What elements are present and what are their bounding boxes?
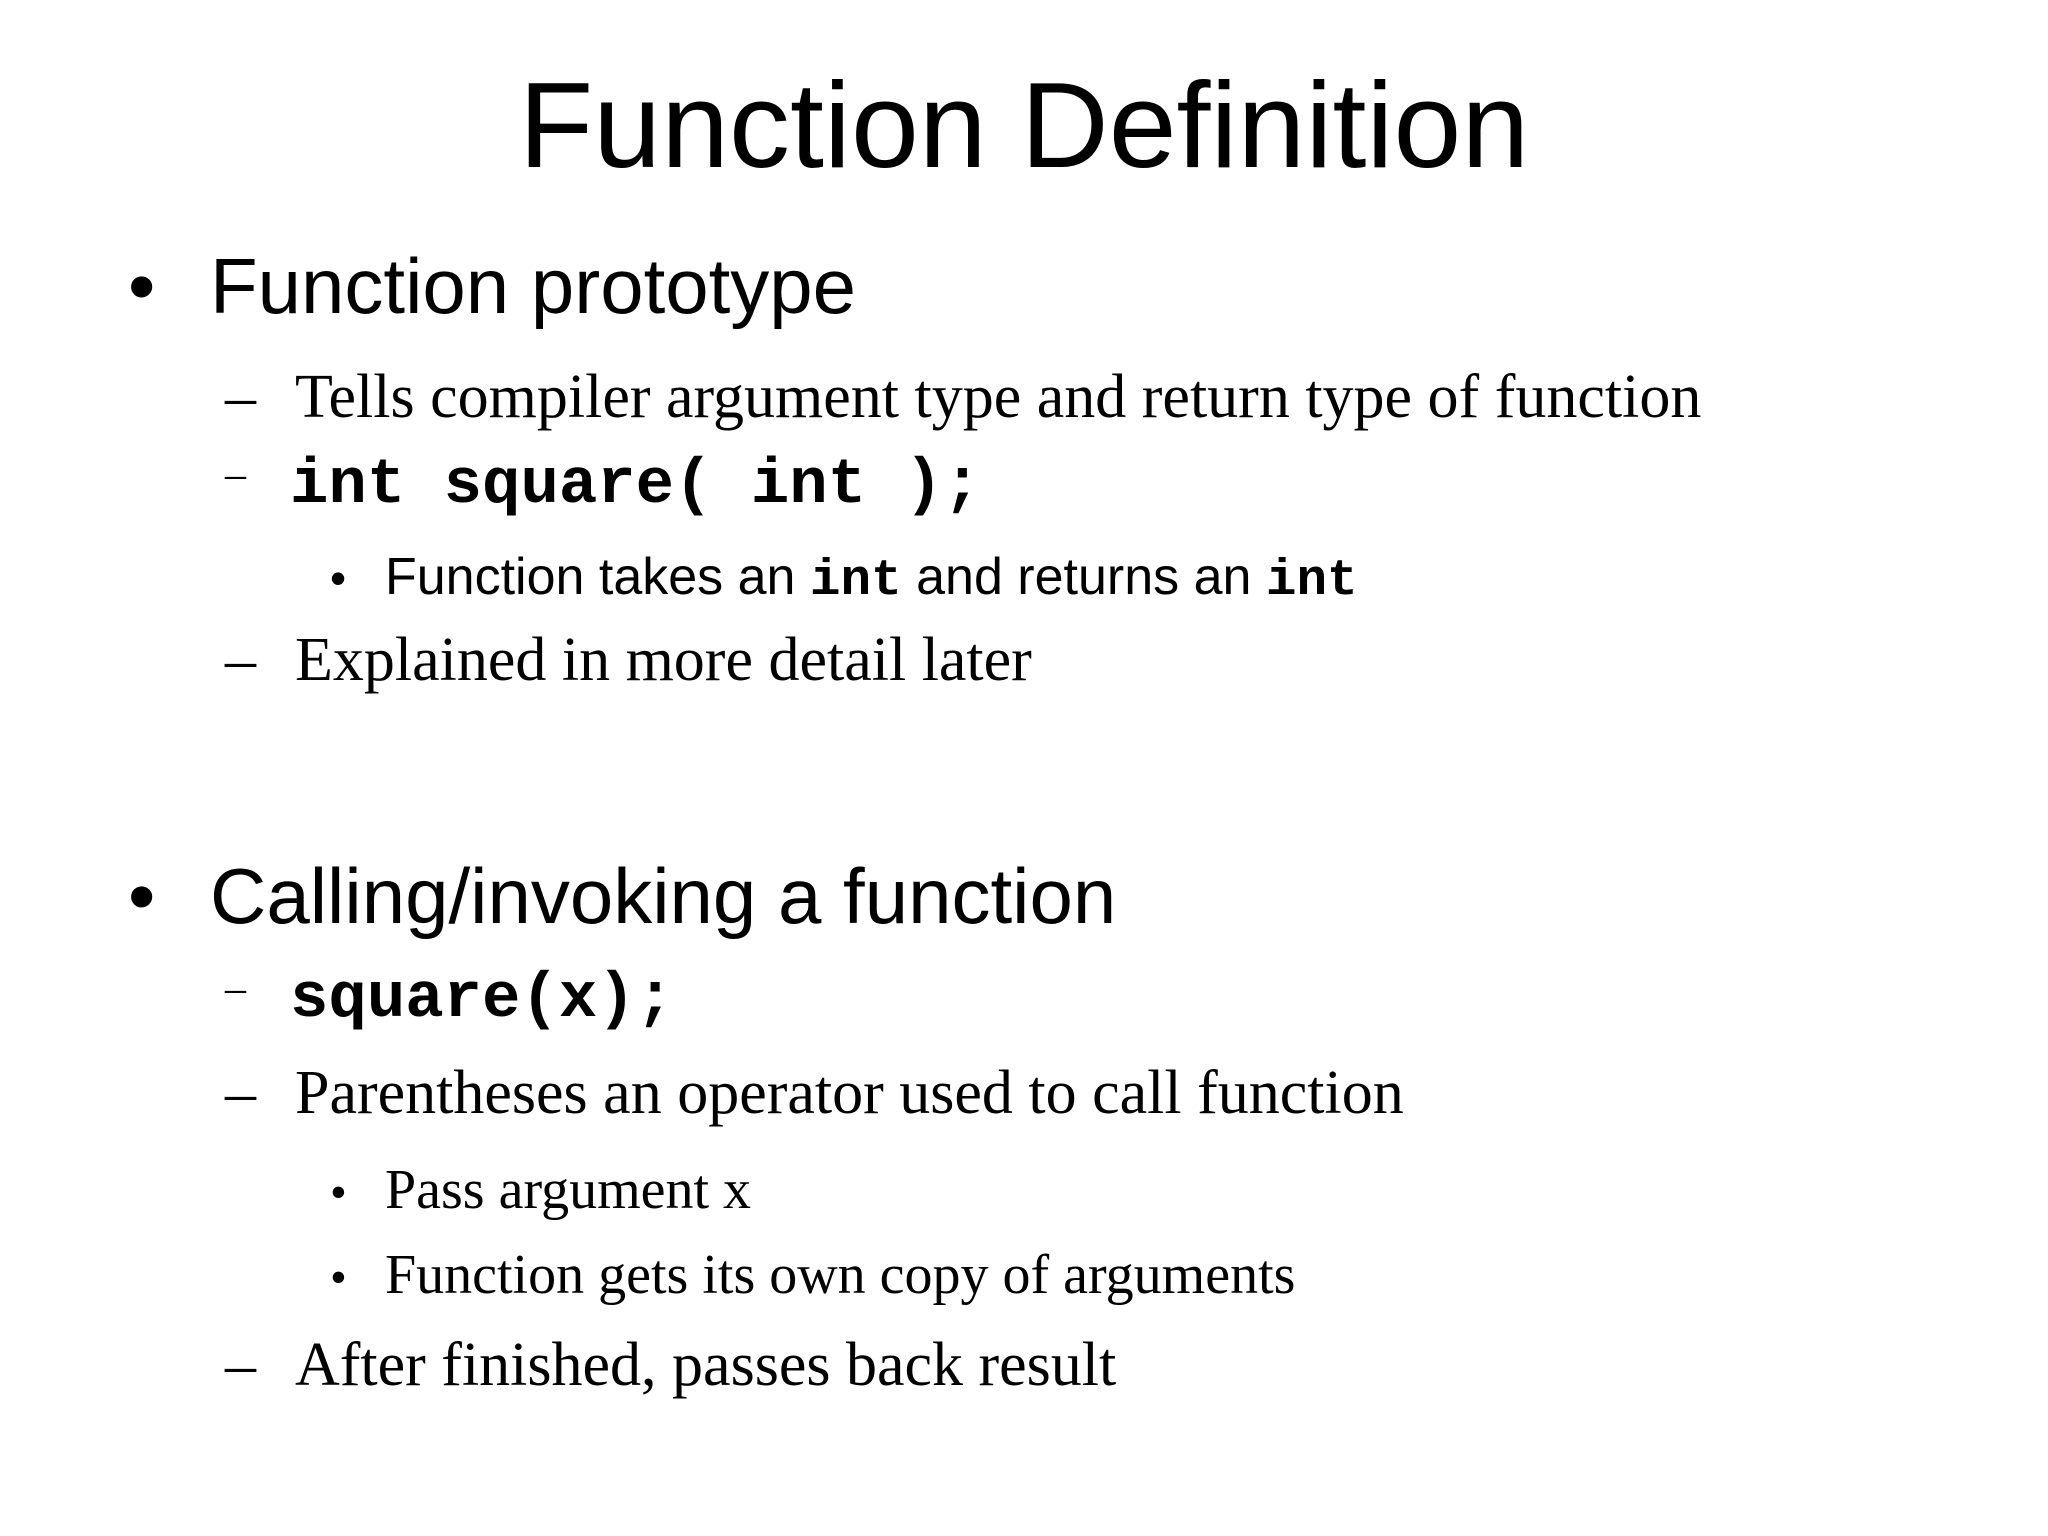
slide-title: Function Definition bbox=[0, 55, 2048, 195]
sub-explained-text: Explained in more detail later bbox=[295, 626, 1032, 694]
bullet-function-prototype: • Function prototype bbox=[128, 242, 856, 332]
dash-marker: – bbox=[225, 1331, 256, 1399]
bullet-marker: • bbox=[330, 1251, 347, 1304]
sub-function-takes-text: Function takes an int and returns an int bbox=[385, 548, 1358, 612]
dash-marker: – bbox=[225, 966, 246, 1012]
bullet-calling-invoking: • Calling/invoking a function bbox=[128, 852, 1116, 942]
sub-function-gets-copy-text: Function gets its own copy of arguments bbox=[385, 1244, 1296, 1306]
bullet-marker: • bbox=[330, 552, 347, 604]
inline-code-int: int bbox=[1265, 553, 1358, 610]
sub-pass-argument-text: Pass argument x bbox=[385, 1159, 752, 1221]
seg-text: and returns an bbox=[901, 548, 1266, 606]
inline-code-int: int bbox=[809, 553, 902, 610]
bullet-marker: • bbox=[128, 852, 156, 940]
bullet-calling-invoking-label: Calling/invoking a function bbox=[210, 852, 1117, 940]
sub-function-takes: • Function takes an int and returns an i… bbox=[330, 548, 1358, 612]
dash-marker: – bbox=[225, 1059, 256, 1127]
slide-title-text: Function Definition bbox=[518, 57, 1530, 193]
code-int-square: – int square( int ); bbox=[225, 448, 981, 525]
sub-tells-compiler-text: Tells compiler argument type and return … bbox=[295, 363, 1702, 431]
sub-parentheses-text: Parentheses an operator used to call fun… bbox=[295, 1059, 1404, 1127]
seg-text: Function takes an bbox=[385, 548, 810, 606]
sub-parentheses: – Parentheses an operator used to call f… bbox=[225, 1058, 1404, 1129]
code-square-x-text: square(x); bbox=[290, 964, 675, 1036]
bullet-marker: • bbox=[330, 1166, 347, 1219]
code-int-square-text: int square( int ); bbox=[290, 450, 982, 522]
dash-marker: – bbox=[225, 363, 256, 431]
sub-pass-argument: • Pass argument x bbox=[330, 1158, 751, 1222]
sub-tells-compiler: – Tells compiler argument type and retur… bbox=[225, 362, 1701, 433]
sub-function-gets-copy: • Function gets its own copy of argument… bbox=[330, 1243, 1295, 1307]
sub-after-finished: – After finished, passes back result bbox=[225, 1330, 1116, 1401]
dash-marker: – bbox=[225, 626, 256, 694]
dash-marker: – bbox=[225, 452, 246, 498]
sub-after-finished-text: After finished, passes back result bbox=[295, 1331, 1117, 1399]
sub-explained: – Explained in more detail later bbox=[225, 625, 1032, 696]
code-square-x: – square(x); bbox=[225, 962, 674, 1039]
bullet-function-prototype-label: Function prototype bbox=[210, 242, 857, 330]
bullet-marker: • bbox=[128, 242, 156, 330]
